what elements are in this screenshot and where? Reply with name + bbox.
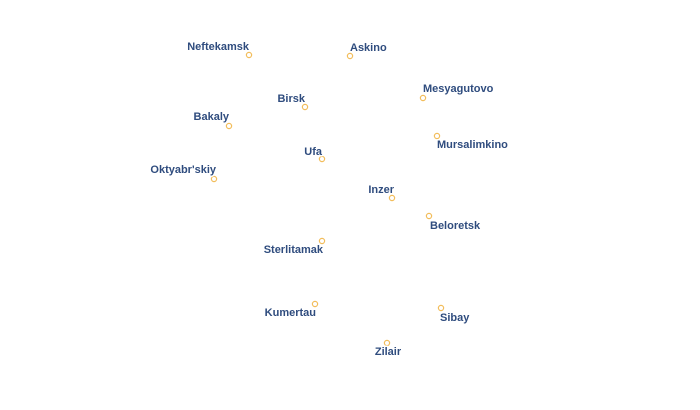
city-marker[interactable]: [225, 122, 233, 130]
city-marker[interactable]: [245, 51, 253, 59]
city-marker[interactable]: [419, 94, 427, 102]
city-label: Oktyabr'skiy: [150, 164, 216, 176]
city-ufa[interactable]: Ufa: [303, 145, 326, 163]
city-label: Inzer: [368, 184, 394, 196]
city-mursalimkino[interactable]: Mursalimkino: [433, 132, 510, 153]
city-inzer[interactable]: Inzer: [367, 183, 396, 202]
city-label: Sibay: [440, 312, 470, 324]
city-marker[interactable]: [388, 194, 396, 202]
city-marker[interactable]: [433, 132, 441, 140]
city-marker[interactable]: [425, 212, 433, 220]
city-label: Neftekamsk: [187, 41, 250, 53]
city-label: Ufa: [304, 146, 323, 158]
city-mesyagutovo[interactable]: Mesyagutovo: [419, 82, 495, 102]
city-marker[interactable]: [383, 339, 391, 347]
city-sibay[interactable]: Sibay: [437, 304, 472, 326]
city-label: Bakaly: [194, 111, 230, 123]
city-marker[interactable]: [346, 52, 354, 60]
city-label: Sterlitamak: [264, 244, 324, 256]
city-label: Birsk: [277, 93, 305, 105]
city-label: Zilair: [375, 346, 402, 358]
city-marker[interactable]: [437, 304, 445, 312]
city-beloretsk[interactable]: Beloretsk: [425, 212, 483, 234]
city-marker[interactable]: [210, 175, 218, 183]
city-marker[interactable]: [311, 300, 319, 308]
city-kumertau[interactable]: Kumertau: [263, 300, 319, 321]
city-label: Askino: [350, 42, 387, 54]
city-oktyabrskiy[interactable]: Oktyabr'skiy: [149, 163, 218, 183]
city-sterlitamak[interactable]: Sterlitamak: [262, 237, 326, 258]
city-label: Beloretsk: [430, 220, 481, 232]
city-zilair[interactable]: Zilair: [373, 339, 403, 360]
city-birsk[interactable]: Birsk: [276, 92, 309, 111]
city-marker[interactable]: [318, 155, 326, 163]
city-label: Mursalimkino: [437, 139, 508, 151]
city-label: Mesyagutovo: [423, 83, 494, 95]
city-marker[interactable]: [301, 103, 309, 111]
city-askino[interactable]: Askino: [346, 41, 388, 60]
city-bakaly[interactable]: Bakaly: [192, 110, 233, 130]
city-label: Kumertau: [265, 307, 316, 319]
city-neftekamsk[interactable]: Neftekamsk: [186, 40, 253, 59]
city-marker[interactable]: [318, 237, 326, 245]
